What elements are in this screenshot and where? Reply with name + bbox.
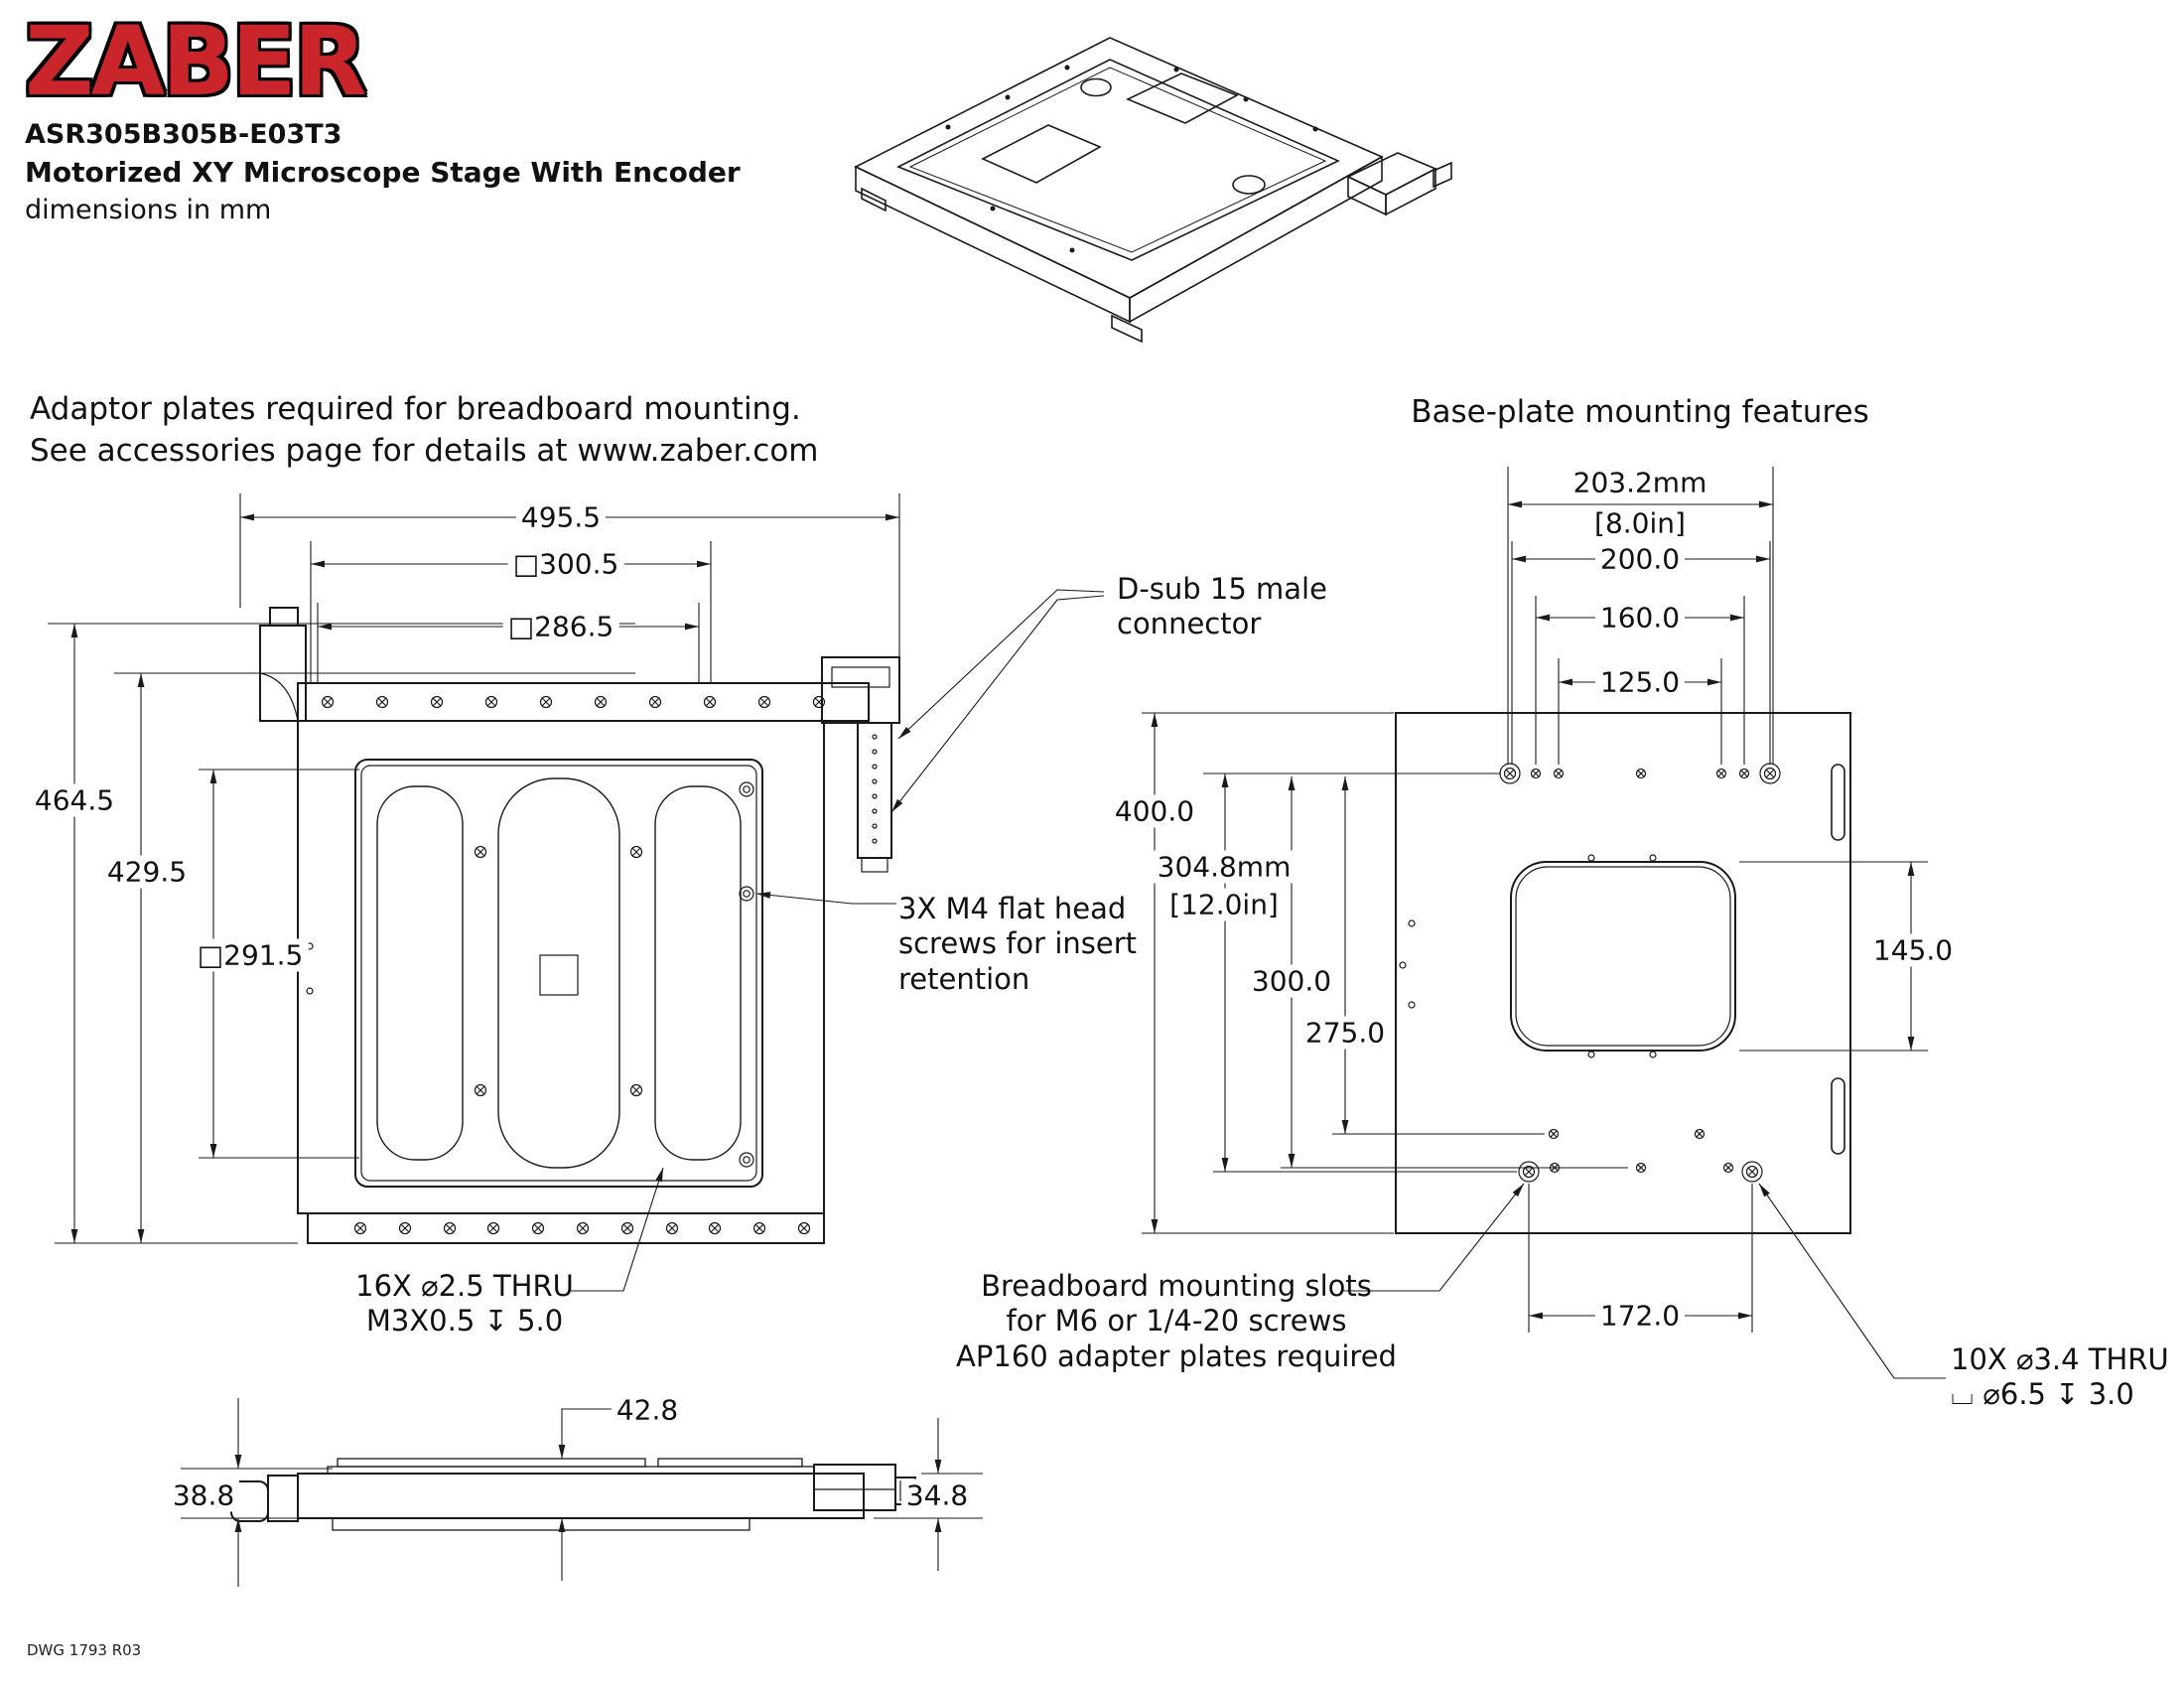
base-plate-dimensions xyxy=(1142,467,1946,1379)
dim-400: 400.0 xyxy=(1109,794,1200,828)
product-title: Motorized XY Microscope Stage With Encod… xyxy=(25,156,741,189)
dim-300: 300.0 xyxy=(1246,964,1337,998)
m4-callout: 3X M4 flat head screws for insert retent… xyxy=(898,892,1137,997)
adaptor-note-line1: Adaptor plates required for breadboard m… xyxy=(30,391,801,427)
dim-304mm: 304.8mm xyxy=(1152,850,1297,884)
dim-275: 275.0 xyxy=(1299,1016,1391,1050)
breadboard-line3: AP160 adapter plates required xyxy=(956,1338,1397,1373)
dim-height-body: 429.5 xyxy=(101,855,193,889)
model-number: ASR305B305B-E03T3 xyxy=(25,119,342,150)
base-plate-view xyxy=(1395,712,1851,1234)
dim-172: 172.0 xyxy=(1594,1299,1686,1333)
dim-width-overall: 495.5 xyxy=(515,500,607,534)
dim-304in: [12.0in] xyxy=(1164,888,1284,921)
dim-145: 145.0 xyxy=(1867,933,1959,967)
base-holes-line1: 10X ⌀3.4 THRU xyxy=(1951,1342,2169,1376)
drawing-number: DWG 1793 R03 xyxy=(27,1641,142,1659)
header-block: ZABER ASR305B305B-E03T3 Motorized XY Mic… xyxy=(25,14,741,225)
insert-holes-line2: M3X0.5 ↧ 5.0 xyxy=(365,1304,564,1338)
adaptor-note-line2: See accessories page for details at www.… xyxy=(30,432,819,469)
dim-203mm: 203.2mm xyxy=(1568,466,1712,499)
dim-insert-square: □291.5 xyxy=(192,938,309,972)
m4-callout-line3: retention xyxy=(898,961,1030,996)
m4-callout-line2: screws for insert xyxy=(898,926,1138,961)
dim-height-overall: 464.5 xyxy=(29,783,120,817)
insert-holes-line1: 16X ⌀2.5 THRU xyxy=(355,1269,574,1303)
breadboard-line2: for M6 or 1/4-20 screws xyxy=(1006,1304,1347,1338)
m4-callout-line1: 3X M4 flat head xyxy=(898,892,1127,925)
dsub-callout-line1: D-sub 15 male xyxy=(1117,572,1327,606)
base-holes-callout: 10X ⌀3.4 THRU ⌴ ⌀6.5 ↧ 3.0 xyxy=(1951,1342,2169,1413)
dim-160: 160.0 xyxy=(1594,601,1686,634)
breadboard-callout: Breadboard mounting slots for M6 or 1/4-… xyxy=(956,1269,1397,1374)
dsub-callout-line2: connector xyxy=(1117,607,1262,641)
top-view xyxy=(259,607,900,1244)
isometric-view xyxy=(854,37,1452,344)
adaptor-note: Adaptor plates required for breadboard m… xyxy=(30,389,818,473)
dsub-callout: D-sub 15 male connector xyxy=(1117,572,1327,642)
breadboard-line1: Breadboard mounting slots xyxy=(981,1269,1372,1303)
dim-200: 200.0 xyxy=(1594,542,1686,576)
dim-125: 125.0 xyxy=(1594,665,1686,699)
dim-42: 42.8 xyxy=(611,1393,684,1427)
dim-38: 38.8 xyxy=(167,1478,240,1512)
insert-holes-callout: 16X ⌀2.5 THRU M3X0.5 ↧ 5.0 xyxy=(355,1269,574,1339)
base-plate-holes xyxy=(1399,763,1781,1183)
dim-34: 34.8 xyxy=(900,1478,974,1512)
side-view-dimensions xyxy=(181,1398,983,1587)
units-note: dimensions in mm xyxy=(25,195,272,225)
base-plate-section-title: Base-plate mounting features xyxy=(1411,394,1869,430)
dim-203in: [8.0in] xyxy=(1589,506,1691,540)
zaber-logo: ZABER xyxy=(25,6,367,117)
dim-width-travel: □300.5 xyxy=(507,547,624,581)
base-holes-line2: ⌴ ⌀6.5 ↧ 3.0 xyxy=(1951,1377,2134,1412)
dim-width-inner: □286.5 xyxy=(502,610,619,643)
side-view xyxy=(230,1458,916,1531)
top-view-holes xyxy=(306,695,878,1235)
